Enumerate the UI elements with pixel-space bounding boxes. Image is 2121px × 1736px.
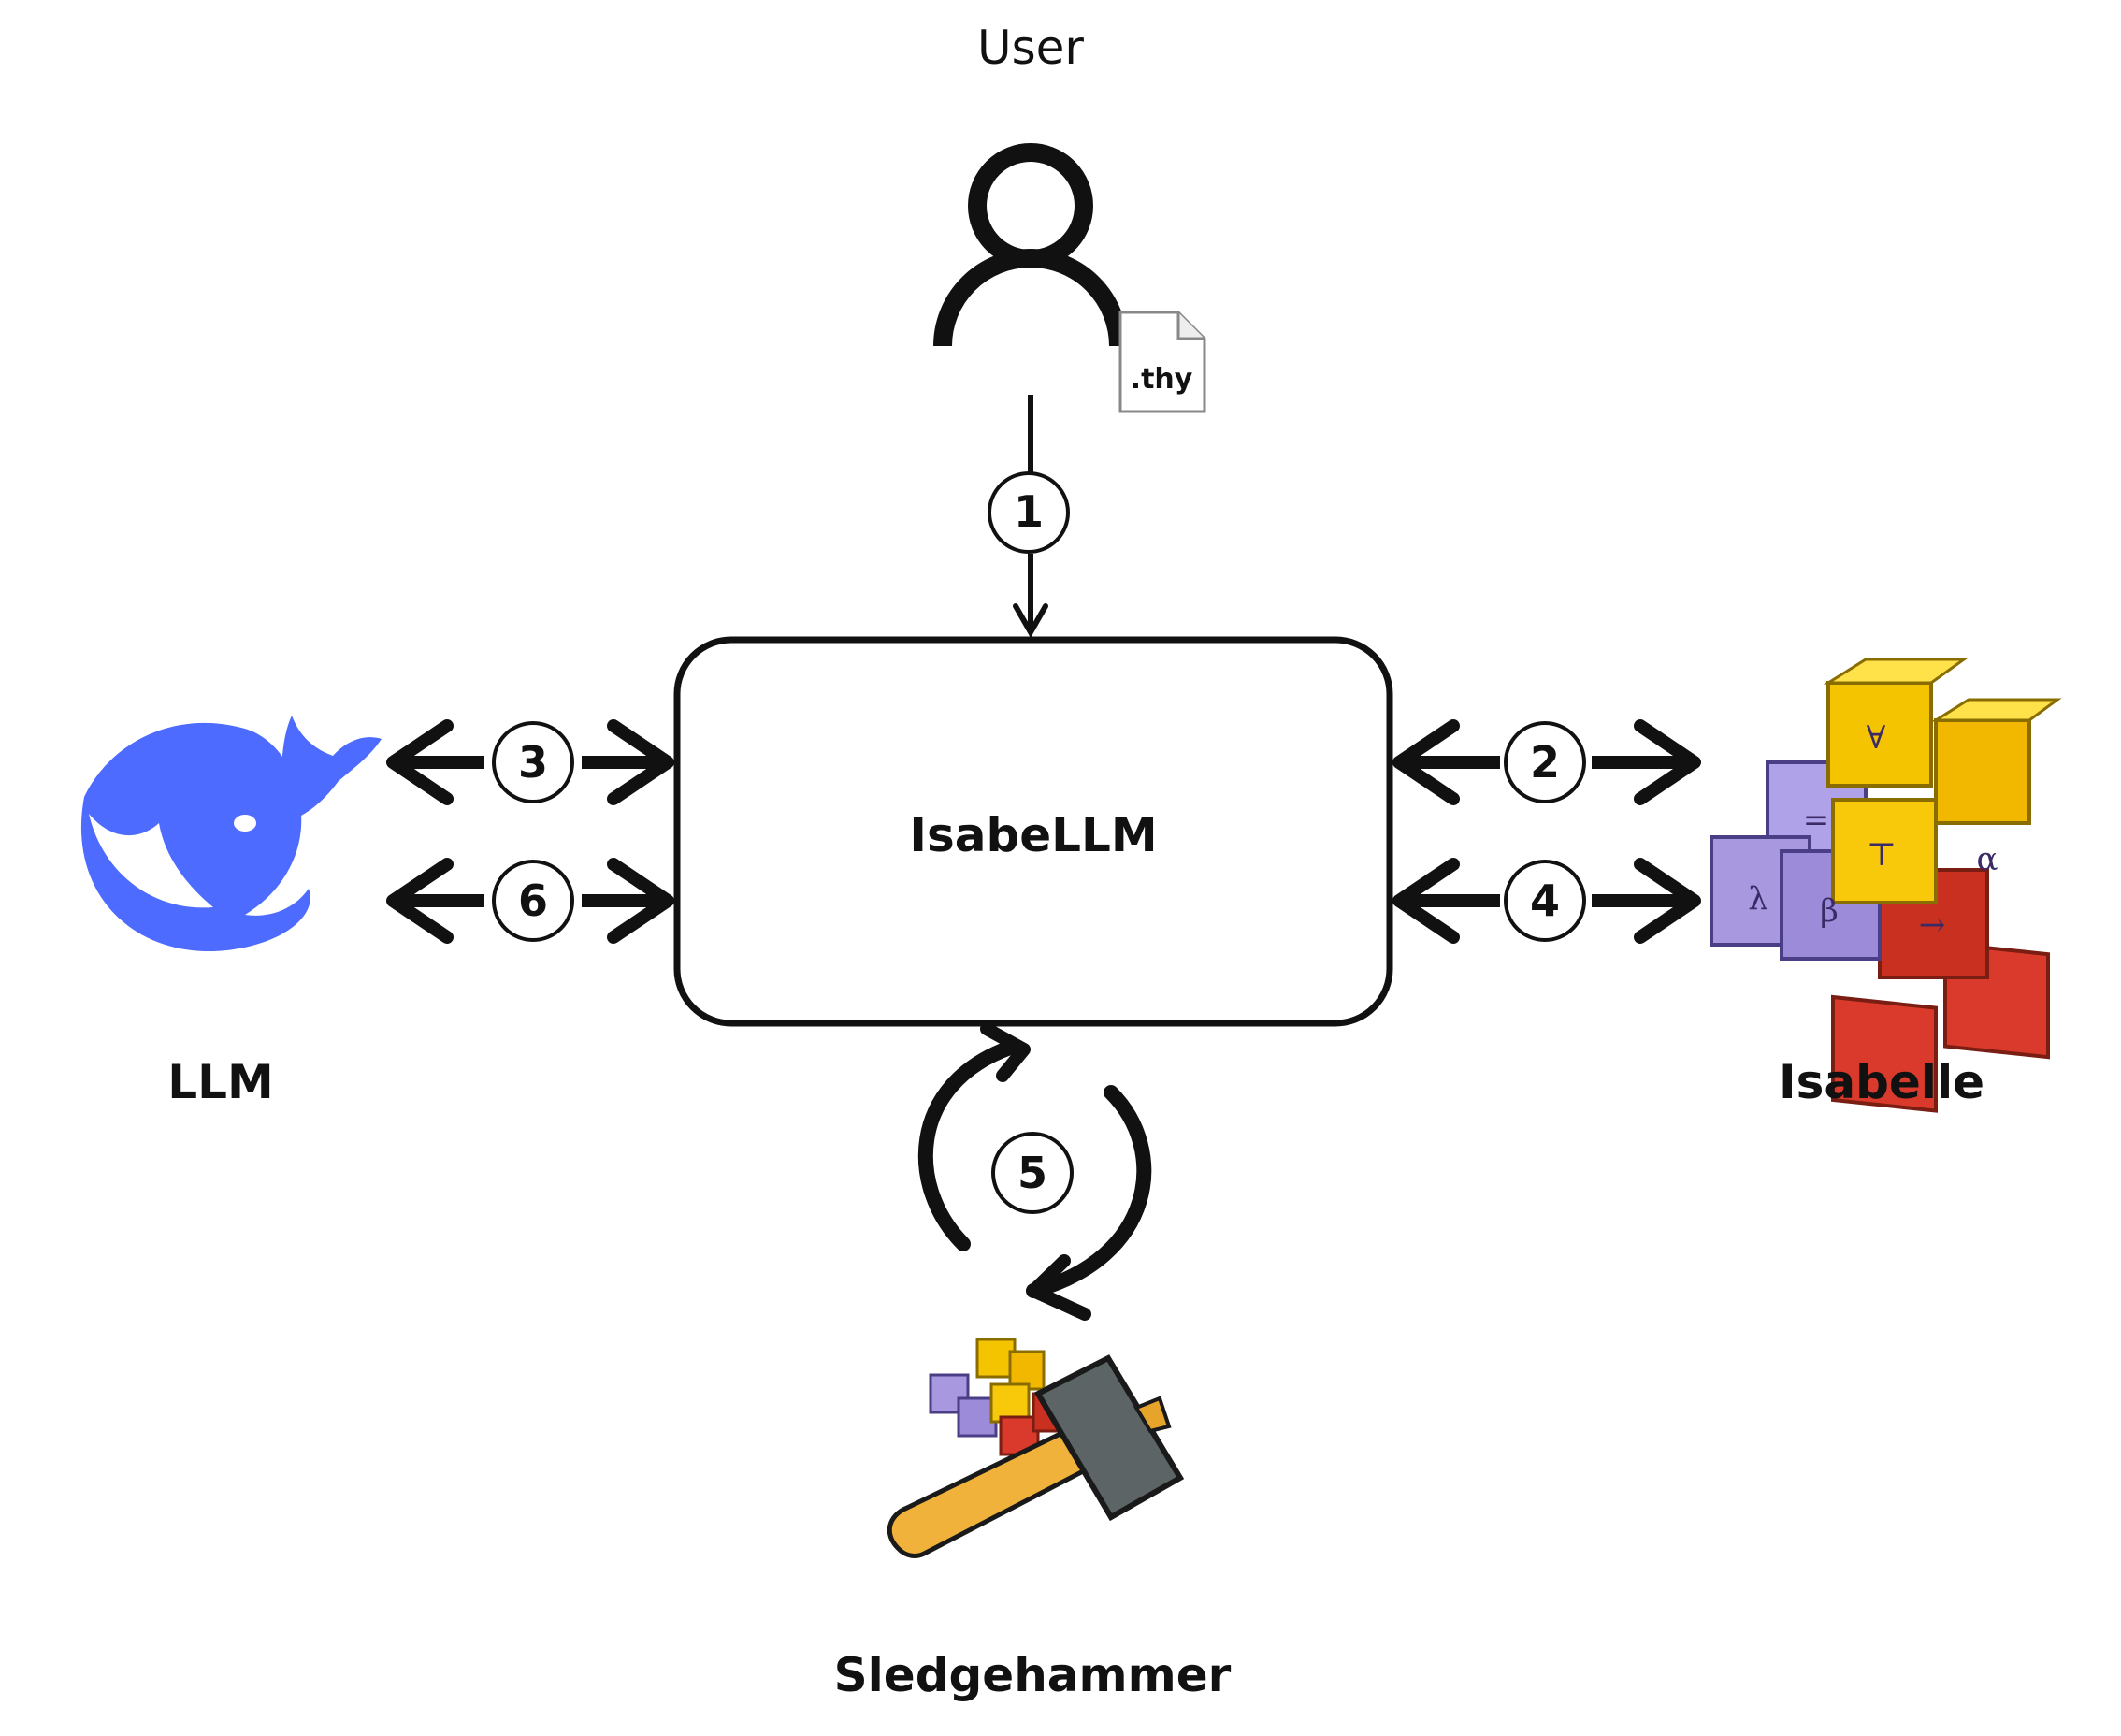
cube-symbol-top: ⊤ (1867, 836, 1897, 874)
step-badge-3: 3 (492, 721, 574, 803)
file-extension: .thy (1131, 363, 1193, 396)
sledgehammer-icon (887, 1338, 1185, 1558)
isabelle-cubes-icon: ∀ = ⊤ α λ β → (1710, 658, 2062, 1113)
llm-label: LLM (167, 1055, 273, 1109)
step-badge-6: 6 (492, 860, 574, 942)
step-badge-2: 2 (1504, 721, 1586, 803)
edge-llm-center-6 (386, 858, 674, 944)
edge-user-to-center (1013, 395, 1048, 639)
svg-text:6: 6 (518, 875, 548, 926)
svg-text:5: 5 (1017, 1148, 1047, 1198)
edge-center-isabelle-2 (1392, 719, 1701, 805)
cube-symbol-equals: = (1803, 802, 1830, 839)
svg-text:4: 4 (1530, 875, 1560, 926)
cube-symbol-forall: ∀ (1867, 719, 1886, 757)
center-label: IsabeLLM (909, 808, 1157, 862)
svg-text:2: 2 (1530, 737, 1560, 788)
cube-symbol-lambda: λ (1748, 880, 1768, 918)
step-badge-4: 4 (1504, 860, 1586, 942)
step-badge-1: 1 (988, 471, 1070, 554)
user-label: User (977, 21, 1084, 75)
cube-symbol-arrow: → (1919, 906, 1946, 944)
edge-llm-center-3 (386, 719, 674, 805)
step-badge-5: 5 (991, 1132, 1074, 1214)
cube-symbol-alpha: α (1977, 841, 1998, 878)
isabelle-label: Isabelle (1779, 1055, 1984, 1109)
edge-center-isabelle-4 (1392, 858, 1701, 944)
svg-text:1: 1 (1014, 486, 1044, 537)
loop-arrows-icon (917, 1022, 1152, 1321)
sledgehammer-label: Sledgehammer (834, 1648, 1232, 1702)
user-icon (933, 143, 1128, 347)
isabellm-box: IsabeLLM (673, 636, 1393, 1027)
cube-symbol-beta: β (1820, 892, 1839, 930)
svg-text:3: 3 (518, 737, 548, 788)
file-icon: .thy (1118, 311, 1206, 413)
whale-logo-icon (80, 716, 382, 952)
